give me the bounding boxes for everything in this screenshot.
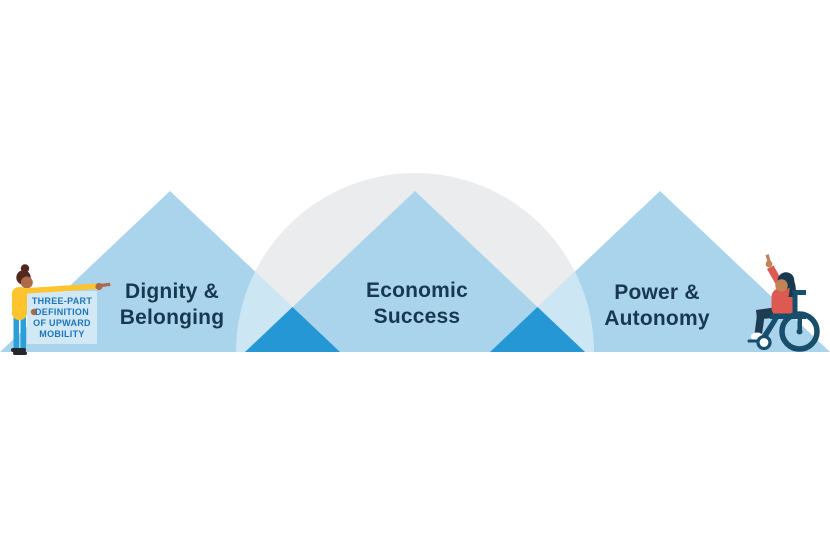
wheelchair-footrest <box>747 339 758 343</box>
mountain-label-power-autonomy: Power & Autonomy <box>604 281 710 330</box>
wheelchair-icon <box>747 290 820 352</box>
mountain-economic-shape <box>245 191 585 352</box>
left-person-hand-on-sign <box>30 308 38 316</box>
sign-label-three-part-definition: THREE-PART DEFINITION OF UPWARD MOBILITY <box>31 295 93 339</box>
left-person-pointing-finger <box>99 282 111 288</box>
right-person-shin <box>754 311 765 335</box>
wheelchair-hub <box>796 328 803 335</box>
right-person-head <box>775 279 788 292</box>
left-person-leg <box>13 316 19 350</box>
left-person-leg <box>20 316 26 350</box>
left-person-figure <box>11 264 111 355</box>
left-person-shoe <box>11 348 26 352</box>
wheelchair-small-wheel <box>756 334 772 351</box>
mountain-label-economic-success: Economic Success <box>366 279 468 328</box>
overlap-triangle-left <box>245 307 340 352</box>
mountain-label-dignity-belonging: Dignity & Belonging <box>119 280 225 329</box>
wheelchair-post <box>797 319 802 332</box>
wheelchair-backrest <box>792 290 806 316</box>
wheelchair-big-wheel <box>779 311 820 352</box>
right-person-figure <box>747 254 820 352</box>
left-person-shoe <box>13 351 27 355</box>
left-person-pointing-arm <box>20 283 98 294</box>
left-person-head <box>20 276 33 289</box>
left-person-torso <box>12 287 27 320</box>
definition-sign-board <box>27 291 97 344</box>
left-person-hair-bun <box>20 264 30 273</box>
overlap-triangle-right <box>490 307 585 352</box>
right-person-raised-finger <box>765 254 771 264</box>
